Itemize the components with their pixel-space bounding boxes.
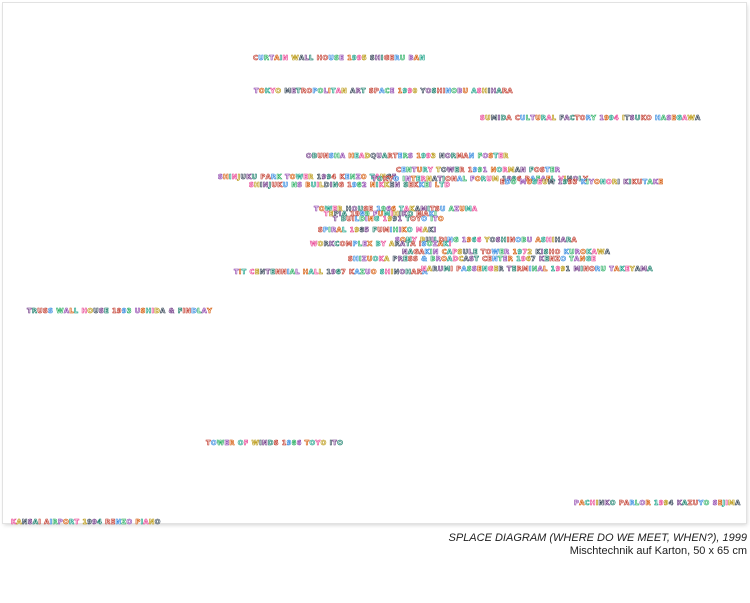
label-sumida-cultural-factory: SUMIDA CULTURAL FACTORY 1994 ITSUKO HASE… <box>480 114 701 122</box>
caption-title: SPLACE DIAGRAM (WHERE DO WE MEET, WHEN?)… <box>448 532 747 544</box>
label-tokyo-international-forum: TOKYO INTERNATIONAL FORUM 1996 RAFAEL VI… <box>372 175 589 183</box>
label-nagakin-capsule-tower: NAGAKIN CAPSULE TOWER 1972 KISHO KUROKAW… <box>402 248 611 256</box>
label-tower-of-winds: TOWER OF WINDS 1986 TOYO ITO <box>206 439 344 447</box>
artwork-canvas: CURTAIN WALL HOUSE 1995 SHIGERU BAN TOKY… <box>3 3 746 526</box>
label-tepia: TEPIA 1989 FUMIHIKO MAKI <box>324 210 438 218</box>
label-shinjuku-park-tower: SHINJUKU PARK TOWER 1994 KENZO TANGE <box>218 173 397 181</box>
label-sony-building: SONY BUILDING 1966 YOSHINOBU ASHIHARA <box>395 236 577 244</box>
label-tokyo-metropolitan-art-space: TOKYO METROPOLITAN ART SPACE 1990 YOSHIN… <box>254 87 513 95</box>
label-t-building: T BUILDING 1991 TOYO ITO <box>333 215 444 223</box>
caption-medium: Mischtechnik auf Karton, 50 x 65 cm <box>569 545 747 557</box>
label-kansai-airport: KANSAI AIRPORT 1994 RENZO PIANO <box>11 518 161 526</box>
label-spiral: SPIRAL 1985 FUMIHIKO MAKI <box>318 226 437 234</box>
label-narumi-passenger-terminal: NARUMI PASSENGER TERMINAL 1991 MINORU TA… <box>421 265 653 273</box>
label-curtain-wall-house: CURTAIN WALL HOUSE 1995 SHIGERU BAN <box>253 54 426 62</box>
label-truss-wall-house: TRUSS WALL HOUSE 1993 USHIDA & FINDLAY <box>27 307 213 315</box>
caption: SPLACE DIAGRAM (WHERE DO WE MEET, WHEN?)… <box>449 532 747 558</box>
label-tower-house: TOWER HOUSE 1966 TAKAMITSU AZUMA <box>314 205 478 213</box>
label-edo-museum: EDO MUSEUM 1993 KIYONORI KIKUTAKE <box>500 178 664 186</box>
label-workcomplex: WORKCOMPLEX BY ARATA ISOZAKI <box>310 240 452 248</box>
label-pachinko-parlor: PACHINKO PARLOR 1994 KAZUYO SEJIMA <box>574 499 741 507</box>
label-century-tower: CENTURY TOWER 1991 NORMAN FOSTER <box>396 166 561 174</box>
label-obunsha-headquarters: OBUNSHA HEADQUARTERS 1993 NORMAN FOSTER <box>306 152 509 160</box>
label-tit-centennial-hall: TIT CENTENNIAL HALL 1987 KAZUO SHINOHARA <box>234 268 428 276</box>
label-shizuoka-press: SHIZUOKA PRESS & BROADCAST CENTER 1967 K… <box>348 255 597 263</box>
label-shinjuku-ns-building: SHINJUKU NS BUILDING 1982 NIKKEN SEKKEI … <box>249 181 451 189</box>
